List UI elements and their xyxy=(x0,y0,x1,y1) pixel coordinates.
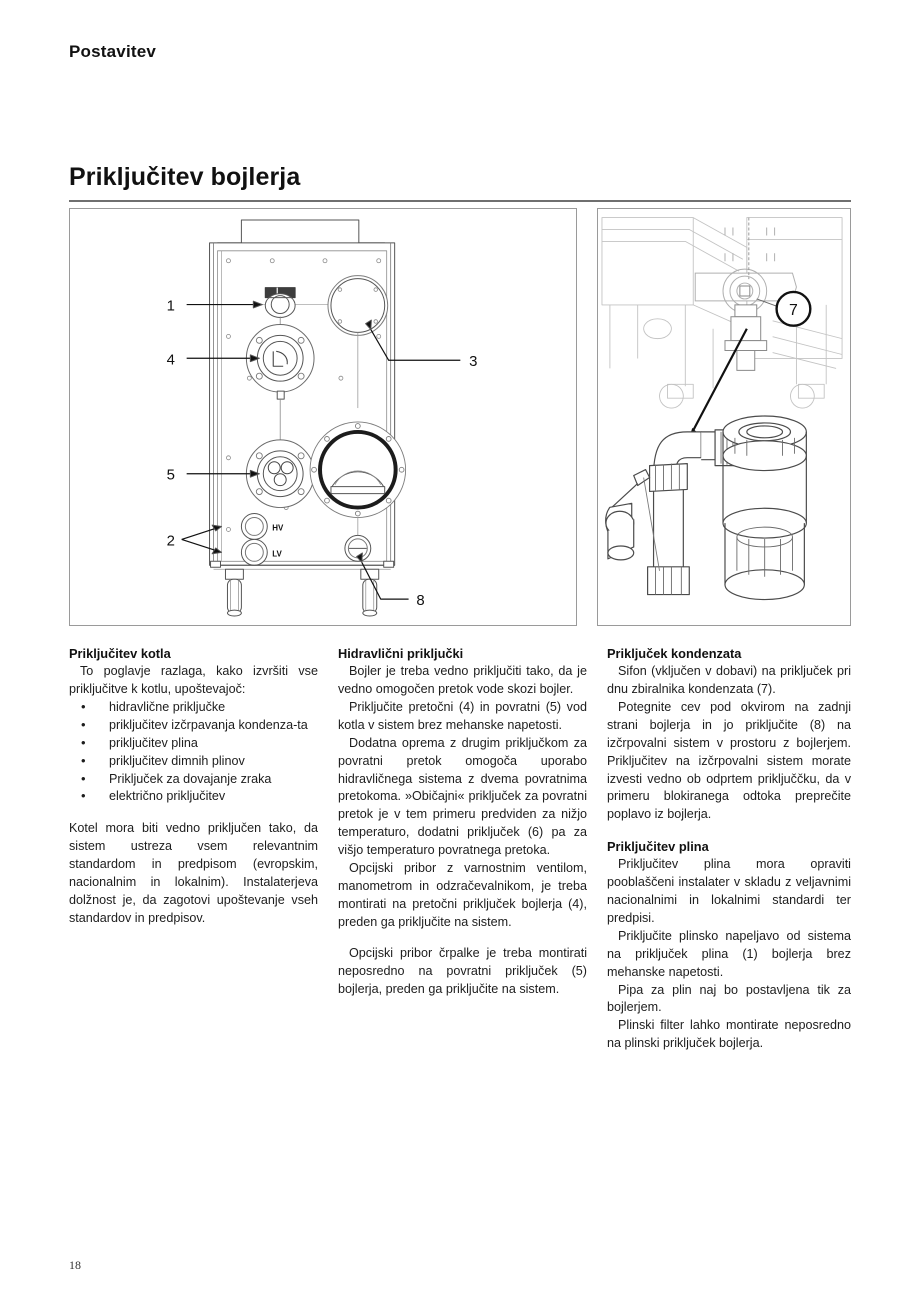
col1-intro: To poglavje razlaga, kako izvršiti vse p… xyxy=(69,664,318,697)
col2-heading: Hidravlični priključki xyxy=(338,646,464,661)
col1-paragraph: Kotel mora biti vedno priključen tako, d… xyxy=(69,821,318,925)
list-item: priključitev plina xyxy=(69,734,318,753)
figure-callout-5: 5 xyxy=(167,467,175,484)
port-label-lv: LV xyxy=(272,549,282,558)
list-item: hidravlične priključke xyxy=(69,698,318,717)
figure-callout-2: 2 xyxy=(167,532,175,549)
list-item: priključitev izčrpavanja kondenza-ta xyxy=(69,716,318,735)
col2-paragraph: Dodatna oprema z drugim priključkom za p… xyxy=(338,735,587,858)
column-condensate-and-gas: Priključek kondenzata Sifon (vključen v … xyxy=(607,645,851,1053)
page-number: 18 xyxy=(69,1258,81,1272)
col3-paragraph: Potegnite cev pod okvirom na zadnji stra… xyxy=(607,700,851,822)
running-header: Postavitev xyxy=(69,42,157,61)
col3-paragraph: Priključitev plina mora opraviti pooblaš… xyxy=(607,857,851,926)
col3-heading-gas: Priključitev plina xyxy=(607,839,709,855)
col3-heading-condensate: Priključek kondenzata xyxy=(607,646,742,661)
figure-callout-3: 3 xyxy=(469,353,477,370)
col1-heading: Priključitev kotla xyxy=(69,646,171,661)
boiler-front-connections-diagram: 1 4 5 2 3 8 HV LV xyxy=(69,208,577,626)
list-item: priključitev dimnih plinov xyxy=(69,752,318,771)
heading-divider xyxy=(69,200,851,202)
list-item: Priključek za dovajanje zraka xyxy=(69,770,318,789)
figure-group: 1 4 5 2 3 8 HV LV xyxy=(69,208,851,626)
col3-paragraph: Sifon (vključen v dobavi) na priključek … xyxy=(607,664,851,697)
page-title: Priključitev bojlerja xyxy=(69,163,301,191)
figure-callout-4: 4 xyxy=(167,351,175,368)
col2-paragraph: Bojler je treba vedno priključiti tako, … xyxy=(338,664,587,697)
col2-paragraph: Opcijski pribor z varnostnim ventilom, m… xyxy=(338,860,587,929)
col2-paragraph: Priključite pretočni (4) in povratni (5)… xyxy=(338,700,587,732)
condensate-siphon-diagram: 7 xyxy=(597,208,851,626)
col3-paragraph: Plinski filter lahko montirate neposredn… xyxy=(607,1018,851,1051)
col2-paragraph: Opcijski pribor črpalke je treba montira… xyxy=(338,946,587,997)
port-label-hv: HV xyxy=(272,523,284,532)
figure-callout-7: 7 xyxy=(789,302,798,319)
figure-callout-8: 8 xyxy=(416,592,424,609)
list-item: električno priključitev xyxy=(69,787,318,806)
column-hydraulic-connections: Hidravlični priključki Bojler je treba v… xyxy=(338,645,587,999)
col1-bullet-list: hidravlične priključke priključitev izčr… xyxy=(69,698,318,806)
col3-paragraph: Pipa za plin naj bo postavljena tik za b… xyxy=(607,982,851,1015)
figure-callout-1: 1 xyxy=(167,298,175,315)
column-boiler-connection: Priključitev kotla To poglavje razlaga, … xyxy=(69,645,318,928)
col3-paragraph: Priključite plinsko napeljavo od sistema… xyxy=(607,928,851,979)
